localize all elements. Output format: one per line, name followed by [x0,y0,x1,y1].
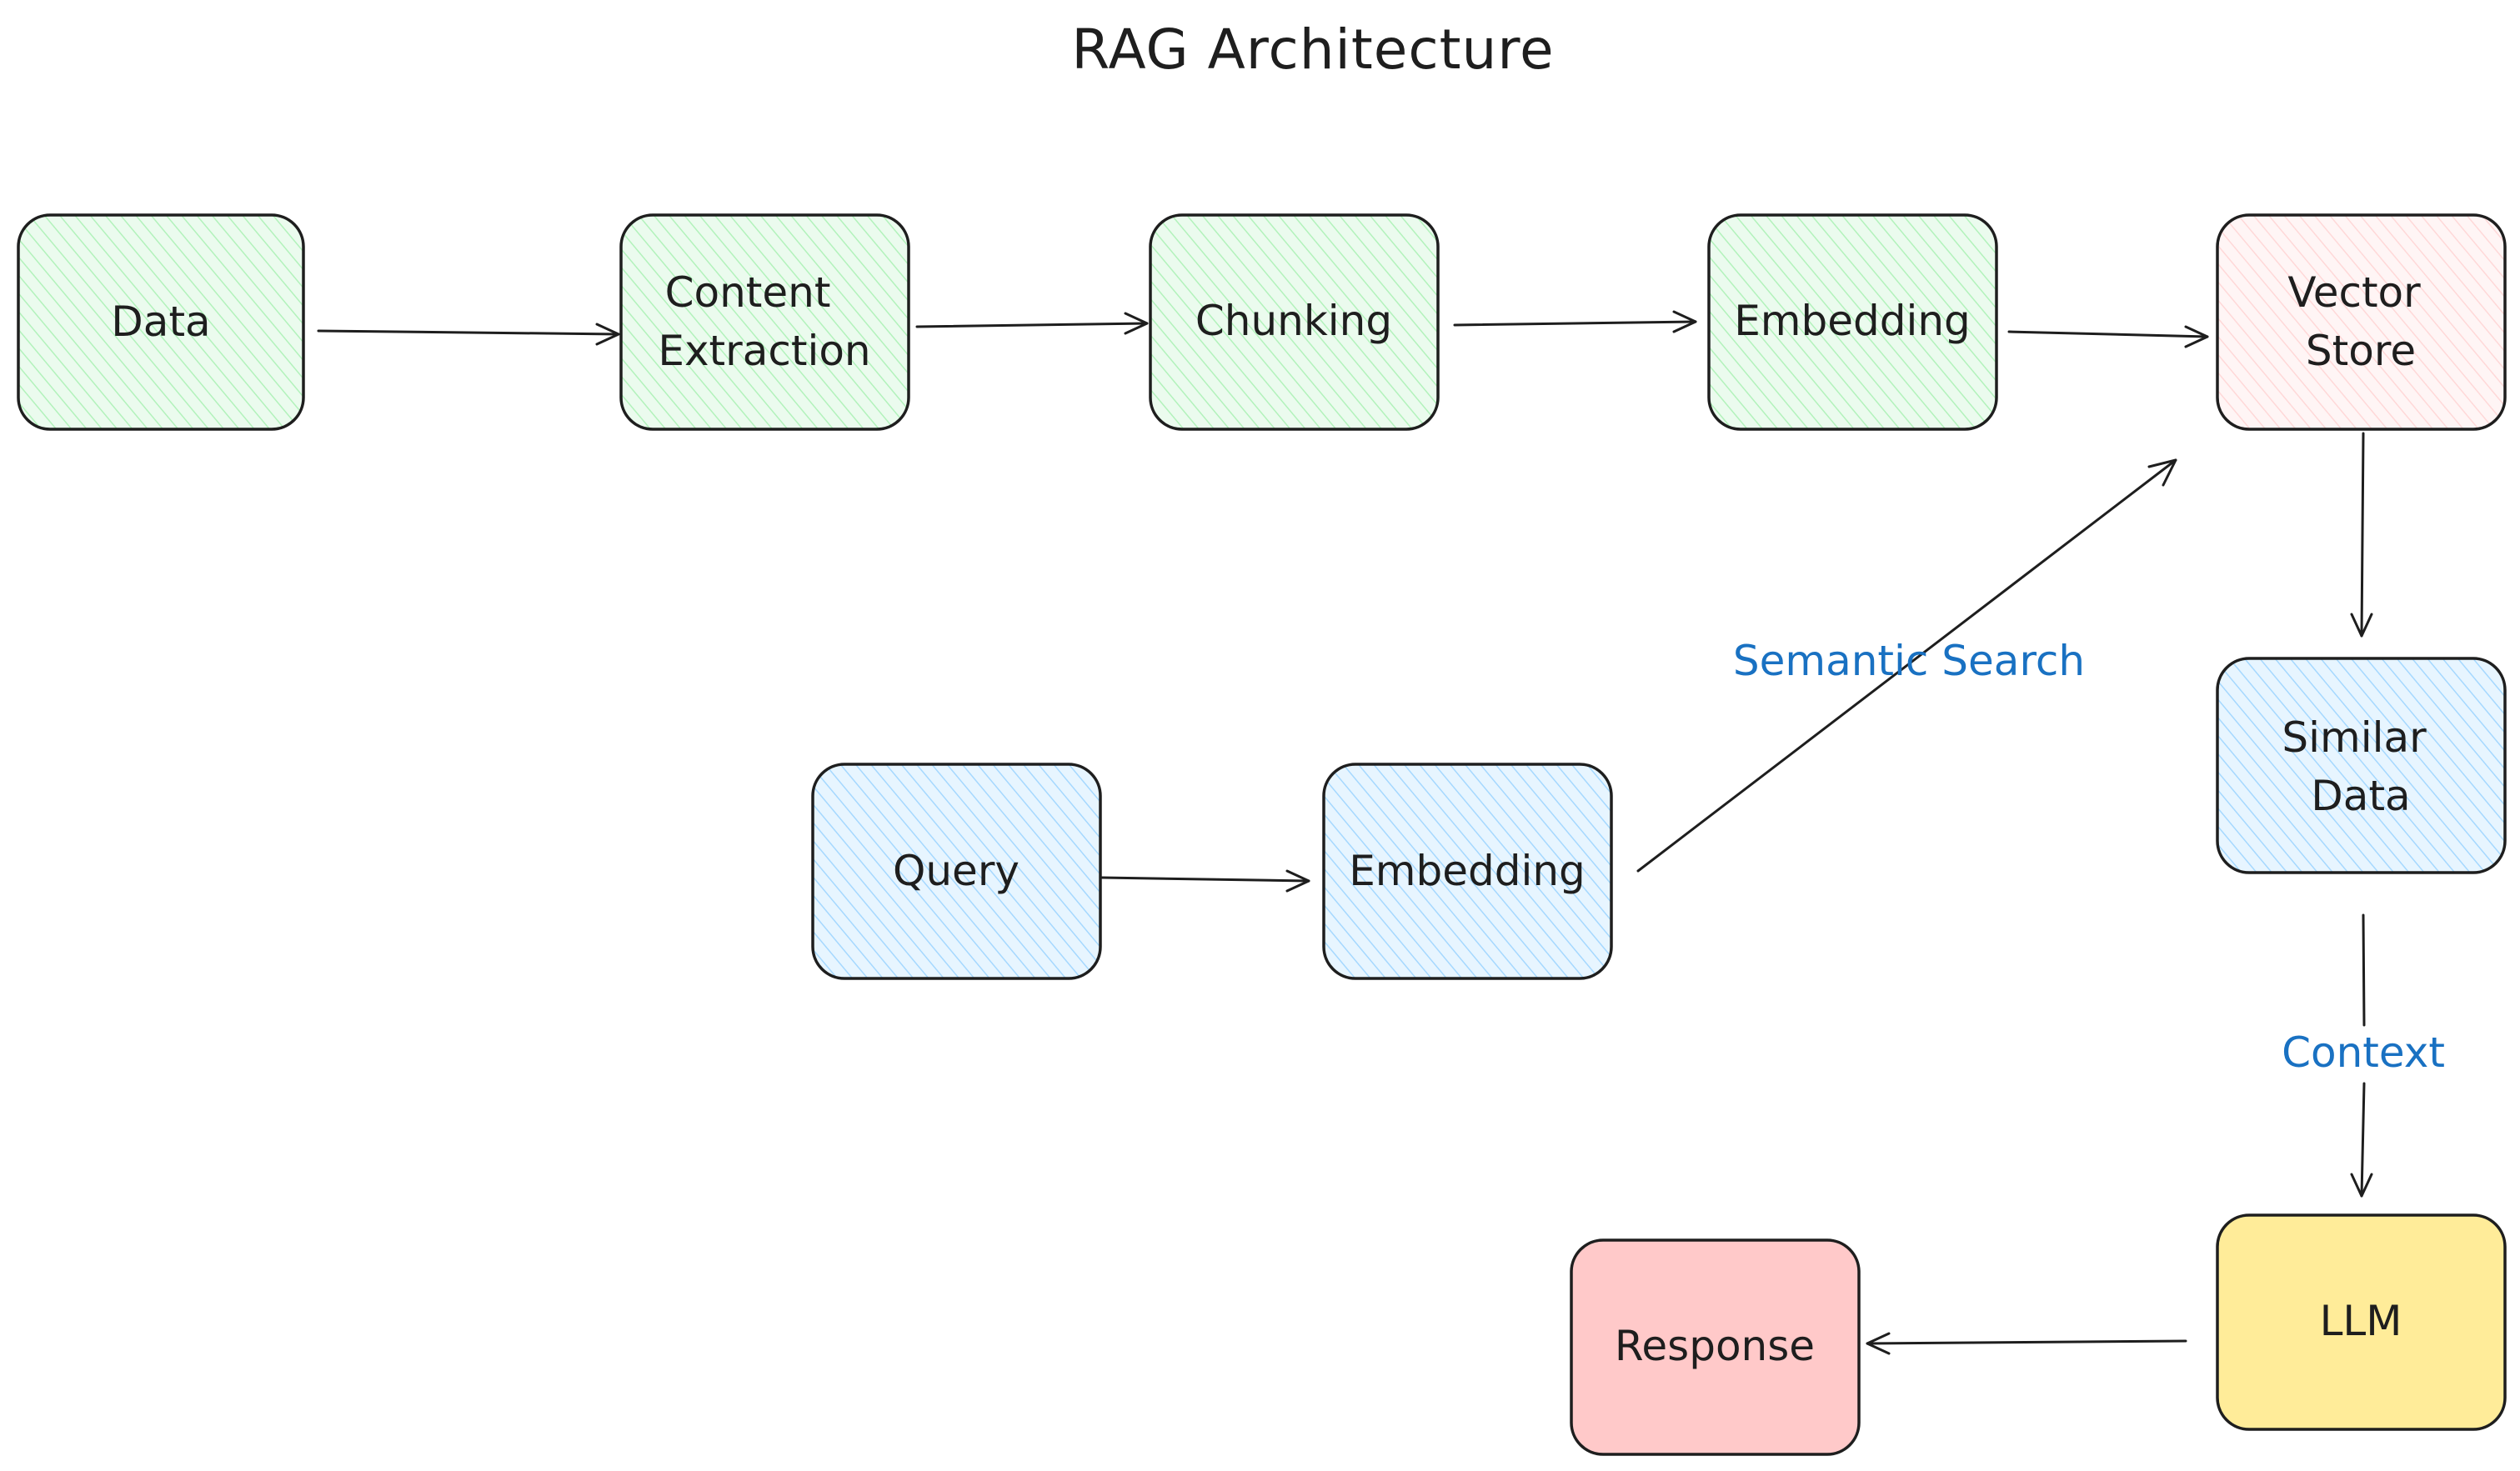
node-content-extraction[interactable]: Content Extraction [619,213,910,431]
edge-content-extraction-to-chunking [915,312,1149,335]
edge-llm-to-response [1866,1332,2187,1355]
svg-text:LLM: LLM [2320,1297,2402,1345]
node-data[interactable]: Data [17,213,305,431]
node-content-extraction-label-line1: Content [665,268,831,317]
edge-embedding-to-vector-store [2007,325,2209,348]
node-llm[interactable]: LLM [2216,1213,2507,1431]
svg-text:Response: Response [1615,1322,1815,1370]
diagram-title: RAG Architecture [1071,18,1554,82]
node-chunking-label: Chunking [1195,297,1392,345]
edge-chunking-to-embedding [1453,310,1697,333]
node-chunking[interactable]: Chunking [1149,213,1440,431]
node-data-label: Data [111,298,210,346]
node-query[interactable]: Query [811,763,1102,980]
svg-text:Chunking: Chunking [1195,297,1392,345]
svg-text:Data: Data [111,298,210,346]
node-similar-data-label-line2: Data [2311,772,2410,820]
node-embedding-top-label: Embedding [1734,297,1971,345]
svg-text:Embedding: Embedding [1349,847,1586,895]
node-content-extraction-label-line2: Extraction [658,327,870,375]
edge-embedding-to-vector-store-semantic-search [1636,458,2177,873]
node-llm-label: LLM [2320,1297,2402,1345]
node-response-label: Response [1615,1322,1815,1370]
svg-text:Vector Store: Vector Store [2287,268,2433,375]
node-similar-data[interactable]: Similar Data [2216,657,2507,874]
node-embedding-query-label: Embedding [1349,847,1586,895]
edge-label-context: Context [2282,1028,2445,1077]
edge-data-to-content-extraction [317,323,620,346]
edges [317,310,2373,1355]
node-similar-data-label-line1: Similar [2282,713,2427,762]
svg-text:Content Extraction: Content Extraction [658,268,870,375]
svg-text:Similar Data: Similar Data [2282,713,2439,820]
node-response[interactable]: Response [1570,1238,1861,1456]
edge-query-to-embedding [1100,869,1310,893]
edge-similar-data-to-llm [2350,913,2373,1198]
node-vector-store-label-line2: Store [2306,327,2416,375]
node-embedding-query[interactable]: Embedding [1322,763,1613,980]
node-vector-store-label-line1: Vector [2287,268,2421,317]
node-query-label: Query [893,847,1020,895]
node-vector-store[interactable]: Vector Store [2216,213,2507,431]
node-embedding-top[interactable]: Embedding [1707,213,1998,431]
svg-text:Query: Query [893,847,1020,895]
edge-vector-store-to-similar-data [2350,432,2373,638]
edge-label-semantic-search: Semantic Search [1733,637,2085,685]
svg-text:Embedding: Embedding [1734,297,1971,345]
